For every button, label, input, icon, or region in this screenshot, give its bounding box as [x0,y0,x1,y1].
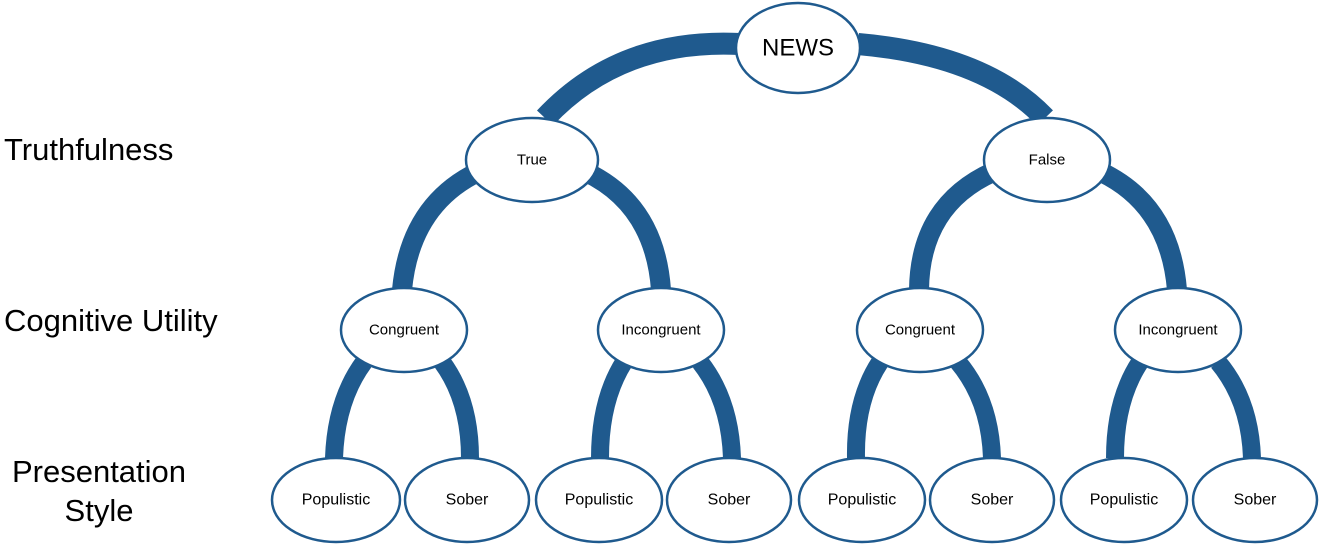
node-fi-populistic: Populistic [1059,456,1189,544]
node-news-label: NEWS [762,35,834,62]
node-fc-populistic-label: Populistic [828,492,896,509]
node-fc-sober: Sober [928,456,1056,544]
branch-fi-sober [1210,356,1261,459]
node-true-label: True [517,152,547,169]
branch-false-incongruent [1096,162,1187,291]
branch-tc-populistic [325,356,372,459]
node-ti-populistic: Populistic [534,456,664,544]
branch-root-true [536,32,741,126]
branch-ti-populistic [591,357,632,459]
branch-false-congruent [909,162,998,291]
branch-true-congruent [392,163,483,292]
node-true-incongruent: Incongruent [596,286,726,374]
level-label-cognitive-utility: Cognitive Utility [4,303,218,338]
branch-root-false [857,33,1053,126]
node-true-congruent: Congruent [339,286,469,374]
level-label-presentation-style: Presentation Style [4,454,194,528]
level-label-presentation-line1: Presentation [11,454,187,489]
level-label-presentation-line2: Style [64,492,134,528]
node-news: NEWS [734,1,862,95]
node-false-incongruent: Incongruent [1113,286,1243,374]
branch-ti-sober [692,356,741,459]
node-true: True [464,116,600,204]
node-ti-sober: Sober [665,456,793,544]
level-label-truthfulness: Truthfulness [4,132,174,167]
branch-fc-populistic [846,357,888,459]
node-false-label: False [1029,152,1066,169]
branch-lines [325,32,1261,459]
node-false-congruent-label: Congruent [885,322,956,339]
branch-fc-sober [950,356,1001,459]
node-false: False [982,116,1112,204]
node-false-congruent: Congruent [855,286,985,374]
node-false-incongruent-label: Incongruent [1138,322,1218,339]
node-fc-sober-label: Sober [971,492,1014,509]
node-tc-sober: Sober [403,456,531,544]
branch-true-incongruent [581,162,671,291]
tree-nodes: NEWS True False Congruent Incongruent Co… [270,1,1319,544]
node-ti-sober-label: Sober [708,492,751,509]
node-fi-populistic-label: Populistic [1090,492,1158,509]
node-fc-populistic: Populistic [797,456,927,544]
branch-tc-sober [434,356,479,459]
node-true-incongruent-label: Incongruent [621,322,701,339]
node-fi-sober-label: Sober [1234,492,1277,509]
node-ti-populistic-label: Populistic [565,492,633,509]
branch-fi-populistic [1106,357,1148,459]
node-tc-sober-label: Sober [446,492,489,509]
node-tc-populistic-label: Populistic [302,492,370,509]
node-true-congruent-label: Congruent [369,322,440,339]
node-fi-sober: Sober [1191,456,1319,544]
node-tc-populistic: Populistic [270,456,402,544]
